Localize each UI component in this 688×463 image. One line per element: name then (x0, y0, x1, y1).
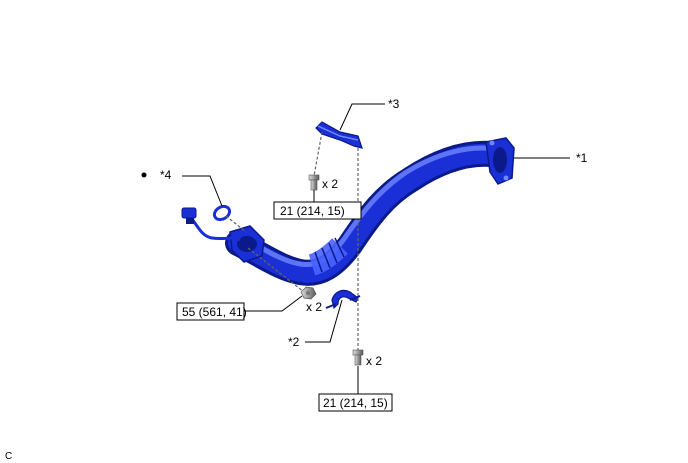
leader-torque-nut (244, 295, 303, 312)
quantity-lower-bolt: x 2 (366, 354, 382, 368)
sensor-wire-harness (181, 207, 241, 242)
callout-4-label: *4 (160, 168, 172, 182)
quantity-upper-bolt: x 2 (322, 177, 338, 191)
gasket-ring (212, 204, 232, 222)
torque-box-lower (318, 393, 393, 412)
leader-callout-3 (339, 103, 385, 131)
leader-callout-4 (182, 175, 223, 207)
quantity-nut: x 2 (306, 300, 322, 314)
torque-box-nut (176, 302, 245, 321)
torque-upper-label: 21 (214, 15) (280, 204, 345, 218)
alignment-line-gasket (225, 215, 247, 233)
callout-1-label: *1 (576, 151, 588, 165)
figure-code: C (5, 451, 12, 462)
nut-icon (300, 286, 317, 300)
bullet-icon (141, 172, 147, 178)
exhaust-front-pipe (225, 137, 515, 286)
torque-nut-label: 55 (561, 41) (182, 305, 247, 319)
callout-2-label: *2 (288, 335, 300, 349)
leader-callout-2 (305, 299, 343, 343)
clamp-bracket (325, 289, 361, 310)
upper-bolt-icon (308, 174, 320, 191)
callout-3-label: *3 (388, 97, 400, 111)
torque-box-upper (273, 201, 362, 220)
lower-bolt-icon (352, 349, 364, 366)
torque-lower-label: 21 (214, 15) (323, 396, 388, 410)
alignment-line-nut (247, 247, 305, 293)
alignment-line-upper-bolt (313, 131, 323, 177)
heat-insulator-bracket (315, 121, 363, 149)
